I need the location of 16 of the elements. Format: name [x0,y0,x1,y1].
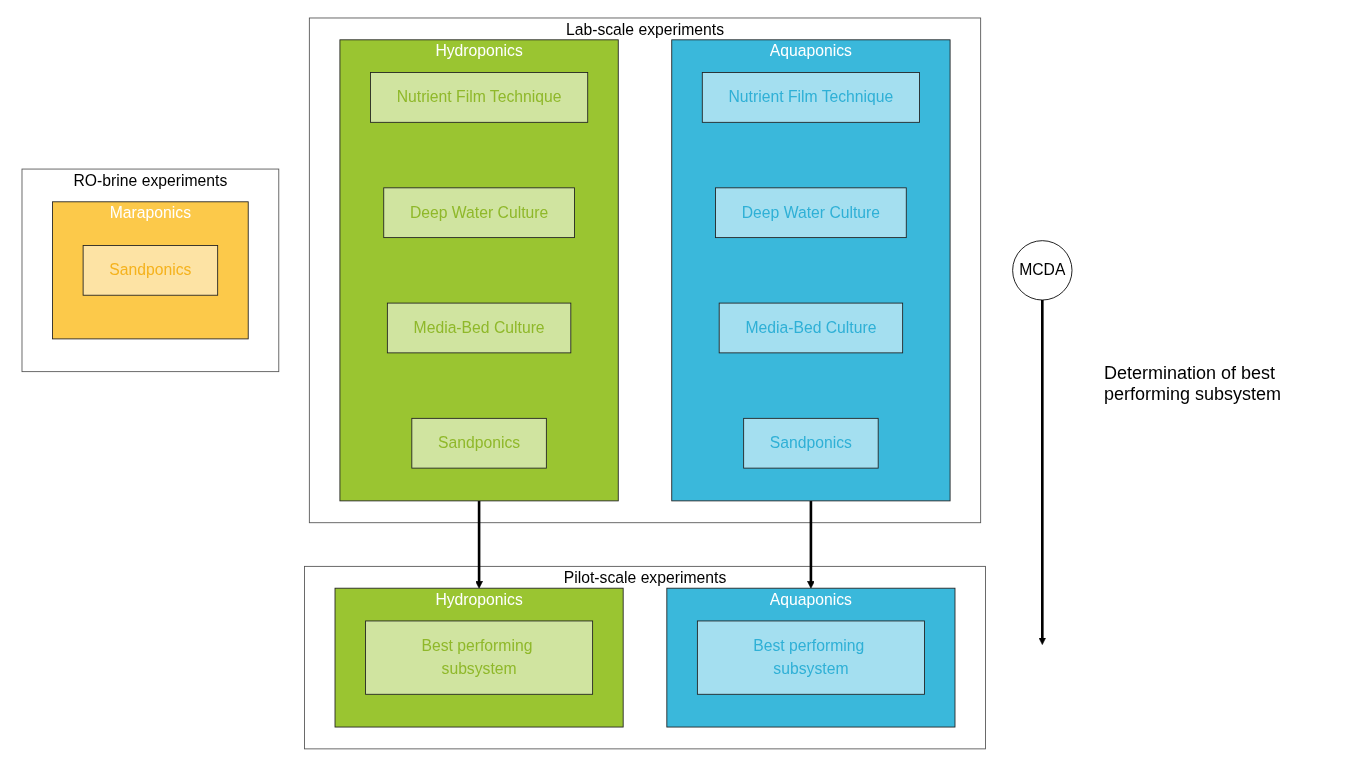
node-box: Deep Water Culture [715,187,907,239]
node-box: Best performing subsystem [696,620,925,695]
note-text: Determination of best performing subsystem [1104,362,1283,405]
node-box: Sandponics [82,245,219,296]
node-box: Nutrient Film Technique [701,72,920,123]
node-circle: MCDA [1012,240,1073,301]
node-box: Media-Bed Culture [386,302,572,354]
node-box: Media-Bed Culture [718,302,904,354]
node-box: Nutrient Film Technique [370,72,589,123]
node-box: Deep Water Culture [383,187,575,239]
arrow [1038,300,1047,645]
node-box: Sandponics [743,418,879,469]
arrow [475,500,483,589]
node-box: Sandponics [411,418,547,469]
node-box: Best performing subsystem [365,620,594,695]
arrow [807,500,815,589]
